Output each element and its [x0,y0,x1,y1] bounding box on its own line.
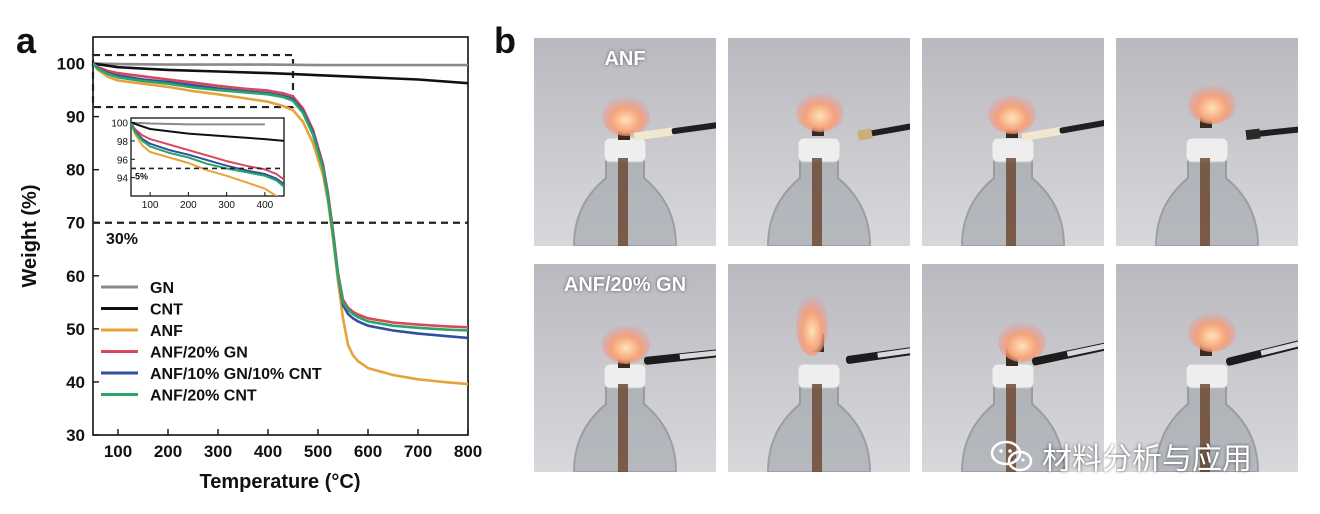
inset-line-anf [131,122,278,196]
legend-label: ANF/20% GN [150,345,248,362]
legend-label: ANF/10% GN/10% CNT [150,366,322,383]
flame-scene [534,38,716,246]
x-tick-label: 800 [454,442,482,461]
inset-series-lines [131,121,284,196]
inset-x-tick-label: 100 [142,200,159,211]
series-line-gn [93,62,468,67]
y-axis-label: Weight (%) [19,185,41,288]
x-tick-label: 500 [304,442,332,461]
inset-plot: 5% 100 200 300 400 94 96 98 100 [111,117,285,211]
x-tick-label: 600 [354,442,382,461]
inset-y-tick-label: 98 [117,137,129,148]
reference-lines [91,53,468,224]
photo-r2-c4 [1116,264,1298,472]
series-line-anf-20-cnt [93,62,468,332]
legend: GN CNT ANF ANF/20% GN ANF/10% GN/10% CNT ANF/… [101,280,322,405]
legend-label: ANF [150,323,183,340]
y-tick-label: 60 [66,267,85,286]
photo-r1-c2 [728,38,910,246]
legend-label: ANF/20% CNT [150,388,257,405]
row-label-anf-20-gn: ANF/20% GN [563,274,687,296]
zoom-region-box [91,53,295,109]
inset-y-tick-label: 100 [111,119,128,130]
main-series-lines [93,62,468,386]
series-line-cnt [93,62,468,85]
inset-line-anf-20-cnt [131,122,284,188]
plot-frame [92,36,469,436]
photo-r1-c1 [534,38,716,246]
annotation-30-percent: 30% [106,231,138,248]
photo-r2-c2 [728,264,910,472]
y-tick-label: 70 [66,214,85,233]
wechat-icon [990,440,1033,472]
x-tick-label: 100 [104,442,132,461]
photo-r2-c3 [922,264,1104,472]
y-tick-label: 30 [66,426,85,445]
x-tick-label: 700 [404,442,432,461]
flame-scene [922,264,1104,472]
main-axes: 100 200 300 400 500 600 700 800 30 40 50 60 70 80 90 10… [57,36,482,461]
inset-y-tick-label: 94 [117,174,129,185]
x-tick-label: 300 [204,442,232,461]
flame-scene [922,38,1104,246]
y-tick-label: 40 [66,373,85,392]
flame-scene [534,264,716,472]
y-tick-label: 80 [66,161,85,180]
x-axis-label: Temperature (°C) [200,471,361,493]
inset-x-tick-label: 300 [218,200,235,211]
legend-label: GN [150,280,174,297]
row-label-anf: ANF [604,48,646,70]
panel-label-a: a [16,20,37,61]
flame-test-photos: ANF ANF/20% GN [534,38,1298,474]
inset-x-tick-label: 400 [257,200,274,211]
inset-line-anf-20-gn [131,122,284,181]
series-line-anf [93,62,468,386]
photo-r1-c4 [1116,38,1298,246]
panel-label-b: b [494,20,516,61]
inset-y-tick-label: 96 [117,155,129,166]
photo-r1-c3 [922,38,1104,246]
photo-r2-c1 [534,264,716,472]
flame-scene [728,264,910,472]
y-tick-label: 50 [66,320,85,339]
y-tick-label: 90 [66,108,85,127]
legend-label: CNT [150,302,183,319]
inset-line-gn [131,121,265,126]
x-tick-label: 400 [254,442,282,461]
inset-line-cnt [131,121,284,142]
x-tick-label: 200 [154,442,182,461]
watermark: 材料分析与应用 [990,436,1252,476]
inset-annotation-5-percent: 5% [135,171,148,181]
tga-chart: 100 200 300 400 500 600 700 800 30 40 50 60 70 80 90 10… [19,36,482,493]
y-tick-label: 100 [57,55,85,74]
inset-x-tick-label: 200 [180,200,197,211]
watermark-text: 材料分析与应用 [1042,443,1252,476]
inset-line-anf-10-gn-10-cnt [131,122,284,185]
flame-scene [1116,264,1298,472]
flame-scene [728,38,910,246]
flame-scene [1116,38,1298,246]
inset-frame [130,117,285,197]
